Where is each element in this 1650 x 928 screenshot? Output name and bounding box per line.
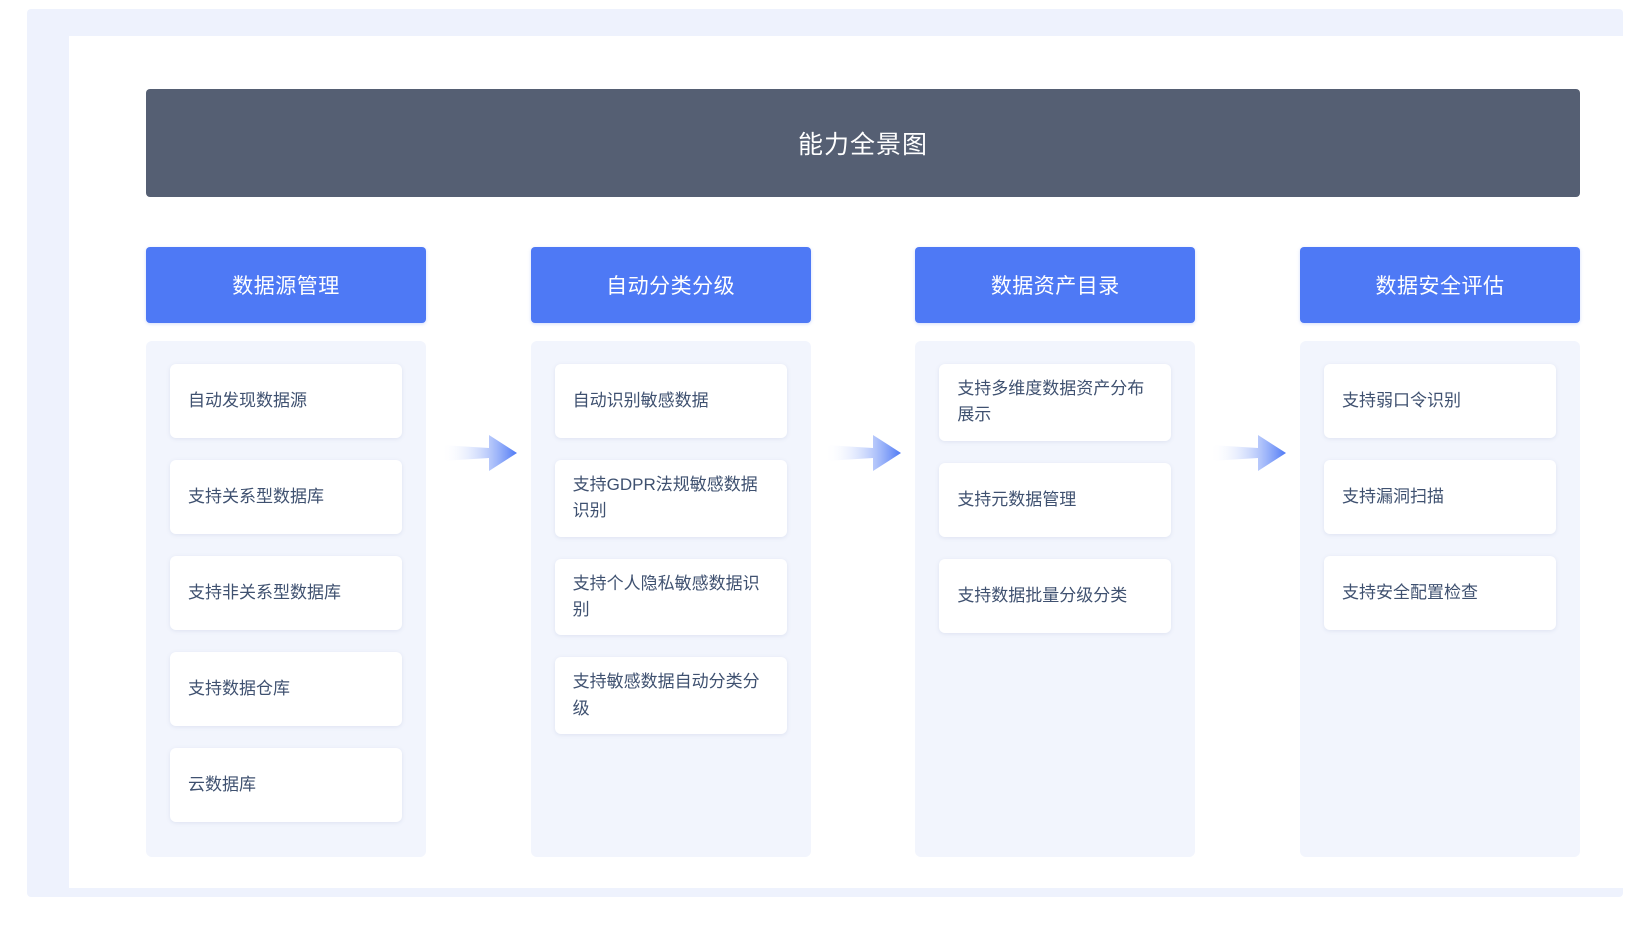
feature-label: 支持元数据管理 [957,489,1077,509]
feature-label: 支持敏感数据自动分类分级 [572,672,760,718]
column-title-2: 自动分类分级 [606,275,736,298]
feature-label: 支持个人隐私敏感数据识别 [572,573,760,620]
feature-label: 支持关系型数据库 [188,486,324,506]
arrow-right-icon [1210,435,1287,471]
diagram-title-bar: 能力全景图 [146,89,1580,197]
feature-card[interactable]: 支持数据仓库 [170,652,402,726]
column-body-3: 支持多维度数据资产分布展示 支持元数据管理 支持数据批量分级分类 [915,341,1196,857]
feature-card[interactable]: 支持关系型数据库 [170,460,402,534]
diagram-canvas: 能力全景图 数据源管理 自动发现数据源 支持关系型数据库 支持非关系型数据库 [69,36,1635,888]
feature-card[interactable]: 支持敏感数据自动分类分级 [554,657,787,735]
column-title-3: 数据资产目录 [990,275,1120,298]
feature-card[interactable]: 支持漏洞扫描 [1323,460,1556,534]
capability-column-data-source-management: 数据源管理 自动发现数据源 支持关系型数据库 支持非关系型数据库 支持数据仓库 [146,247,426,857]
column-title-1: 数据源管理 [232,275,340,298]
feature-card[interactable]: 支持元数据管理 [939,462,1172,537]
feature-label: 支持多维度数据资产分布展示 [957,379,1145,425]
feature-card[interactable]: 云数据库 [170,748,402,822]
column-body-1: 自动发现数据源 支持关系型数据库 支持非关系型数据库 支持数据仓库 云数据库 [146,341,426,857]
arrow-gap-2 [812,247,913,857]
feature-label: 支持GDPR法规敏感数据识别 [572,475,758,521]
feature-card[interactable]: 支持非关系型数据库 [170,556,402,630]
feature-card[interactable]: 支持多维度数据资产分布展示 [939,364,1172,441]
page-title: 能力全景图 [797,131,928,159]
column-body-2: 自动识别敏感数据 支持GDPR法规敏感数据识别 支持个人隐私敏感数据识别 支持敏… [530,341,811,857]
arrow-right-icon [440,435,517,471]
arrow-right-icon [825,435,902,471]
column-header-1[interactable]: 数据源管理 [146,247,426,323]
feature-label: 支持漏洞扫描 [1341,486,1444,506]
column-header-2[interactable]: 自动分类分级 [530,247,811,323]
feature-card[interactable]: 支持GDPR法规敏感数据识别 [554,460,787,537]
column-title-4: 数据安全评估 [1375,275,1505,298]
arrow-gap-3 [1197,247,1298,857]
feature-label: 支持数据批量分级分类 [957,585,1128,605]
feature-card[interactable]: 支持安全配置检查 [1323,556,1556,630]
feature-label: 云数据库 [188,774,256,794]
feature-label: 支持弱口令识别 [1341,390,1461,410]
feature-label: 支持非关系型数据库 [188,582,341,602]
column-header-4[interactable]: 数据安全评估 [1299,247,1580,323]
feature-card[interactable]: 自动发现数据源 [170,364,402,438]
feature-card[interactable]: 支持个人隐私敏感数据识别 [554,558,787,636]
page-frame: 能力全景图 数据源管理 自动发现数据源 支持关系型数据库 支持非关系型数据库 [27,9,1635,897]
capability-columns: 数据源管理 自动发现数据源 支持关系型数据库 支持非关系型数据库 支持数据仓库 [146,247,1580,857]
feature-card[interactable]: 自动识别敏感数据 [554,364,787,438]
capability-column-auto-classification: 自动分类分级 自动识别敏感数据 支持GDPR法规敏感数据识别 支持个人隐私敏感数… [530,247,811,857]
feature-label: 支持安全配置检查 [1341,582,1478,602]
capability-column-data-asset-catalog: 数据资产目录 支持多维度数据资产分布展示 支持元数据管理 支持数据批量分级分类 [915,247,1196,857]
arrow-gap-1 [428,247,529,857]
feature-card[interactable]: 支持数据批量分级分类 [939,558,1172,633]
column-header-3[interactable]: 数据资产目录 [915,247,1196,323]
feature-label: 自动识别敏感数据 [572,390,709,410]
feature-card[interactable]: 支持弱口令识别 [1323,364,1556,438]
feature-label: 支持数据仓库 [188,678,290,698]
feature-label: 自动发现数据源 [188,390,307,410]
capability-column-data-security-assessment: 数据安全评估 支持弱口令识别 支持漏洞扫描 支持安全配置检查 [1299,247,1580,857]
column-body-4: 支持弱口令识别 支持漏洞扫描 支持安全配置检查 [1299,341,1580,857]
